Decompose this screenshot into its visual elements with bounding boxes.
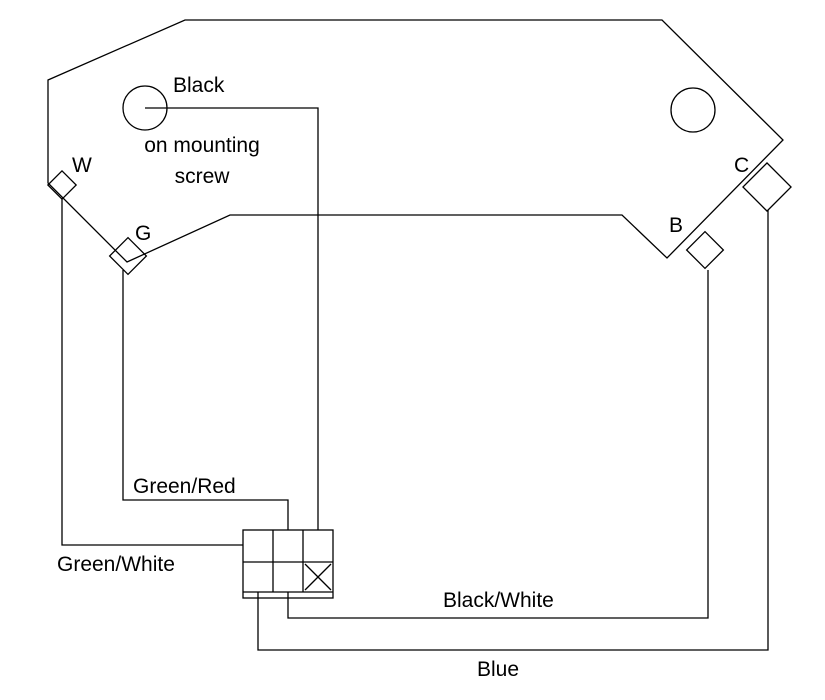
terminal-b-tab bbox=[685, 230, 725, 270]
label-mounting-line2: screw bbox=[175, 165, 231, 188]
terminal-g-tab bbox=[108, 236, 148, 276]
wire-black bbox=[145, 107, 319, 530]
label-green-white: Green/White bbox=[57, 553, 175, 576]
label-terminal-w: W bbox=[72, 154, 92, 177]
label-terminal-b: B bbox=[669, 214, 683, 237]
label-black-white: Black/White bbox=[443, 589, 554, 612]
label-mounting-line1: on mounting bbox=[144, 134, 260, 157]
terminal-c-tab bbox=[742, 162, 792, 212]
terminal-w-tab bbox=[46, 169, 78, 201]
mounting-hole-right bbox=[670, 87, 716, 133]
label-terminal-g: G bbox=[135, 222, 151, 245]
label-terminal-c: C bbox=[734, 154, 749, 177]
label-blue: Blue bbox=[477, 658, 519, 681]
wire-green-red bbox=[122, 270, 289, 530]
module-outline bbox=[47, 19, 784, 263]
label-green-red: Green/Red bbox=[133, 475, 236, 498]
wire-blue bbox=[257, 210, 769, 651]
label-black: Black bbox=[173, 74, 225, 97]
wire-black-white bbox=[287, 270, 709, 619]
wire-green-white bbox=[61, 198, 243, 546]
connector-block bbox=[242, 529, 334, 599]
